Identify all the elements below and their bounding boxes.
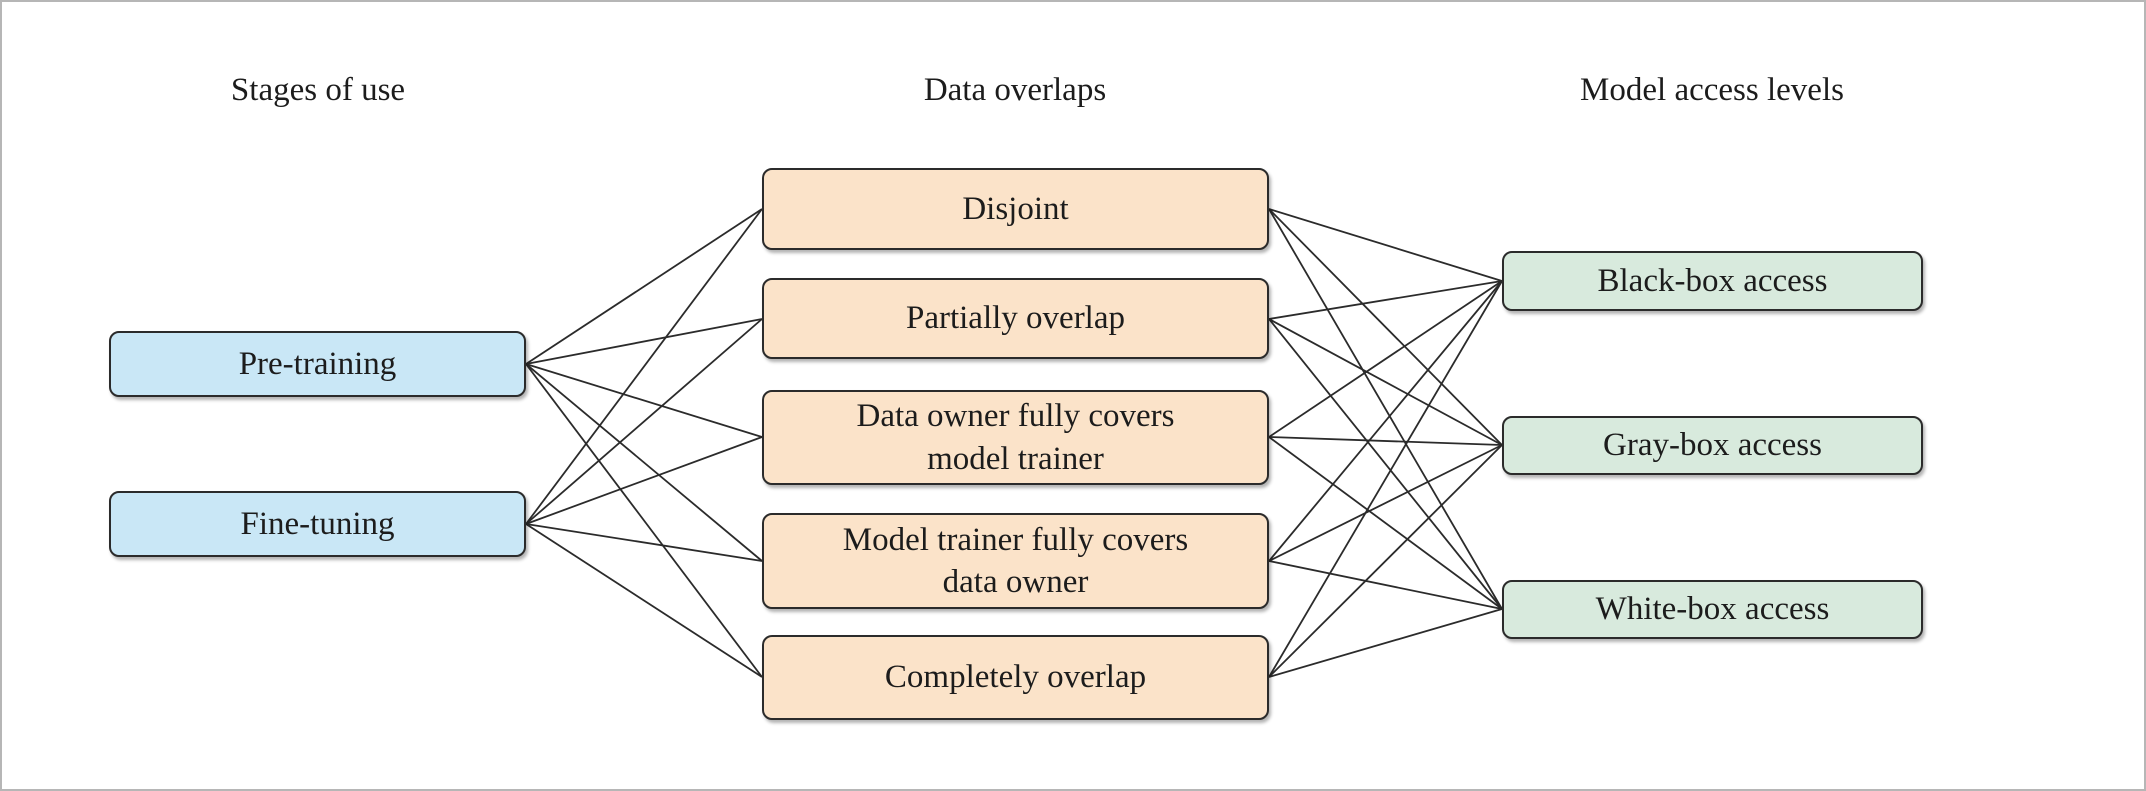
node-model-trainer-fully-covers-data-owner: Model trainer fully covers data owner	[762, 513, 1269, 609]
edge-completely-overlap--black-box-access	[1268, 280, 1503, 678]
edge-pre-training--completely-overlap	[525, 363, 763, 678]
edge-disjoint--white-box-access	[1268, 208, 1503, 610]
node-disjoint: Disjoint	[762, 168, 1269, 250]
node-completely-overlap: Completely overlap	[762, 635, 1269, 720]
column-title-stages-of-use: Stages of use	[230, 72, 406, 108]
edge-fine-tuning--model-trainer-fully-covers-data-owner	[525, 523, 763, 562]
edge-pre-training--data-owner-fully-covers-model-trainer	[525, 363, 763, 438]
column-title-data-overlaps: Data overlaps	[923, 72, 1107, 108]
edge-partially-overlap--black-box-access	[1268, 280, 1503, 320]
edge-fine-tuning--data-owner-fully-covers-model-trainer	[525, 436, 763, 525]
edge-model-trainer-fully-covers-data-owner--black-box-access	[1268, 280, 1503, 562]
edge-data-owner-fully-covers-model-trainer--black-box-access	[1268, 280, 1503, 438]
node-pre-training: Pre-training	[109, 331, 526, 397]
edge-fine-tuning--partially-overlap	[525, 318, 763, 525]
edge-pre-training--partially-overlap	[525, 318, 763, 365]
node-partially-overlap: Partially overlap	[762, 278, 1269, 359]
edge-partially-overlap--gray-box-access	[1268, 318, 1503, 446]
edge-completely-overlap--white-box-access	[1268, 608, 1503, 678]
node-black-box-access: Black-box access	[1502, 251, 1923, 311]
edge-partially-overlap--white-box-access	[1268, 318, 1503, 610]
column-title-model-access-levels: Model access levels	[1580, 72, 1844, 108]
edge-fine-tuning--disjoint	[525, 208, 763, 525]
edge-model-trainer-fully-covers-data-owner--gray-box-access	[1268, 444, 1503, 562]
edge-data-owner-fully-covers-model-trainer--white-box-access	[1268, 436, 1503, 610]
edge-fine-tuning--completely-overlap	[525, 523, 763, 678]
node-white-box-access: White-box access	[1502, 580, 1923, 639]
edge-disjoint--black-box-access	[1268, 208, 1503, 282]
edge-model-trainer-fully-covers-data-owner--white-box-access	[1268, 560, 1503, 610]
edge-completely-overlap--gray-box-access	[1268, 444, 1503, 678]
node-data-owner-fully-covers-model-trainer: Data owner fully covers model trainer	[762, 390, 1269, 485]
edge-disjoint--gray-box-access	[1268, 208, 1503, 446]
node-fine-tuning: Fine-tuning	[109, 491, 526, 557]
edge-pre-training--model-trainer-fully-covers-data-owner	[525, 363, 763, 562]
edge-pre-training--disjoint	[525, 208, 763, 365]
node-gray-box-access: Gray-box access	[1502, 416, 1923, 475]
edge-data-owner-fully-covers-model-trainer--gray-box-access	[1268, 436, 1503, 446]
